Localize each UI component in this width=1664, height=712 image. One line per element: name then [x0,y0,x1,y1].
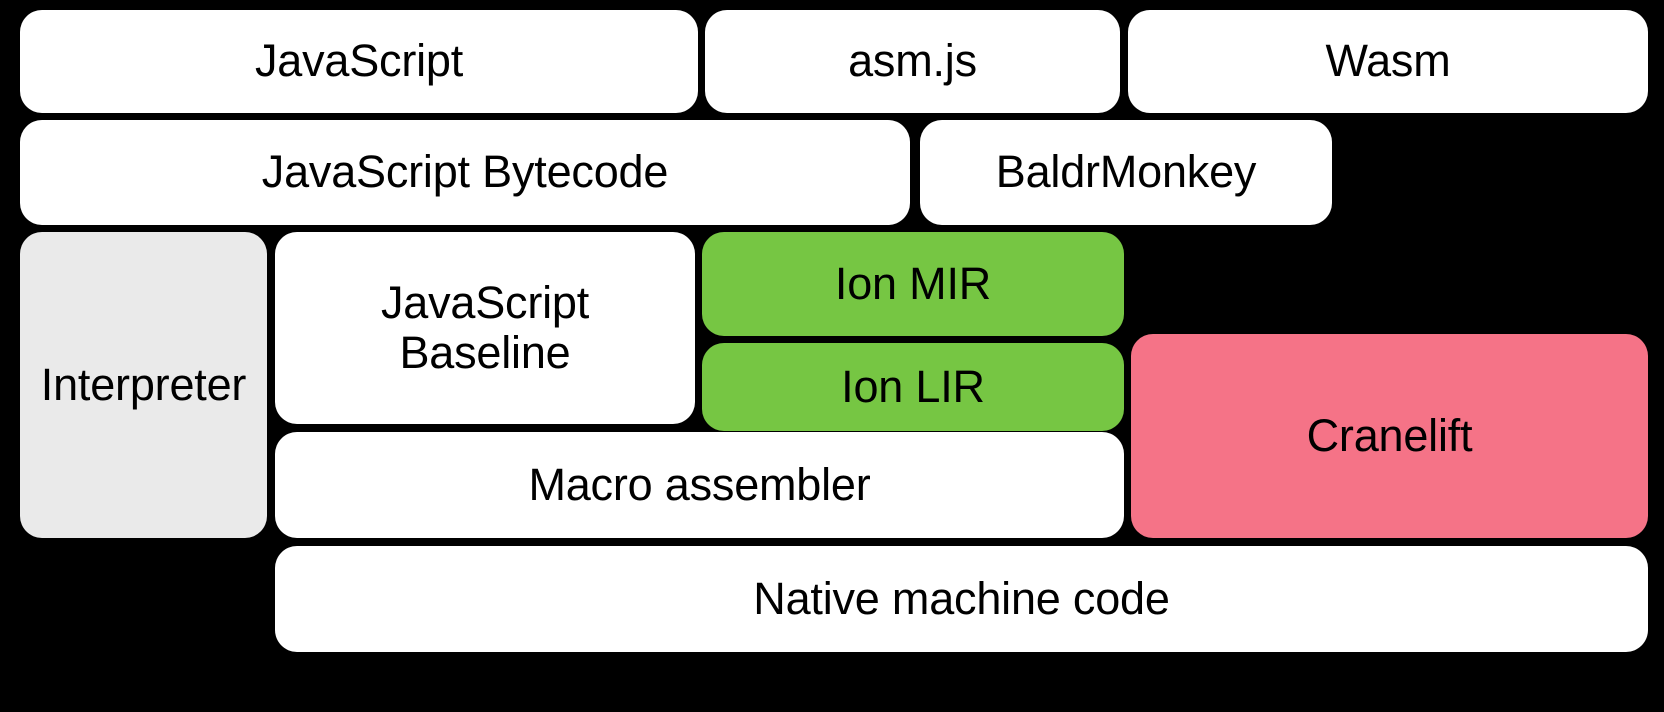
node-wasm[interactable]: Wasm [1128,10,1648,113]
node-cranelift[interactable]: Cranelift [1131,334,1648,538]
node-javascript[interactable]: JavaScript [20,10,698,113]
node-ion-lir[interactable]: Ion LIR [702,343,1124,431]
node-baldrmonkey[interactable]: BaldrMonkey [920,120,1332,225]
node-ion-mir[interactable]: Ion MIR [702,232,1124,336]
node-native-machine-code[interactable]: Native machine code [275,546,1648,652]
node-asm-js[interactable]: asm.js [705,10,1120,113]
node-macro-assembler[interactable]: Macro assembler [275,432,1124,538]
node-interpreter[interactable]: Interpreter [20,232,267,538]
node-javascript-baseline[interactable]: JavaScript Baseline [275,232,695,424]
node-javascript-bytecode[interactable]: JavaScript Bytecode [20,120,910,225]
